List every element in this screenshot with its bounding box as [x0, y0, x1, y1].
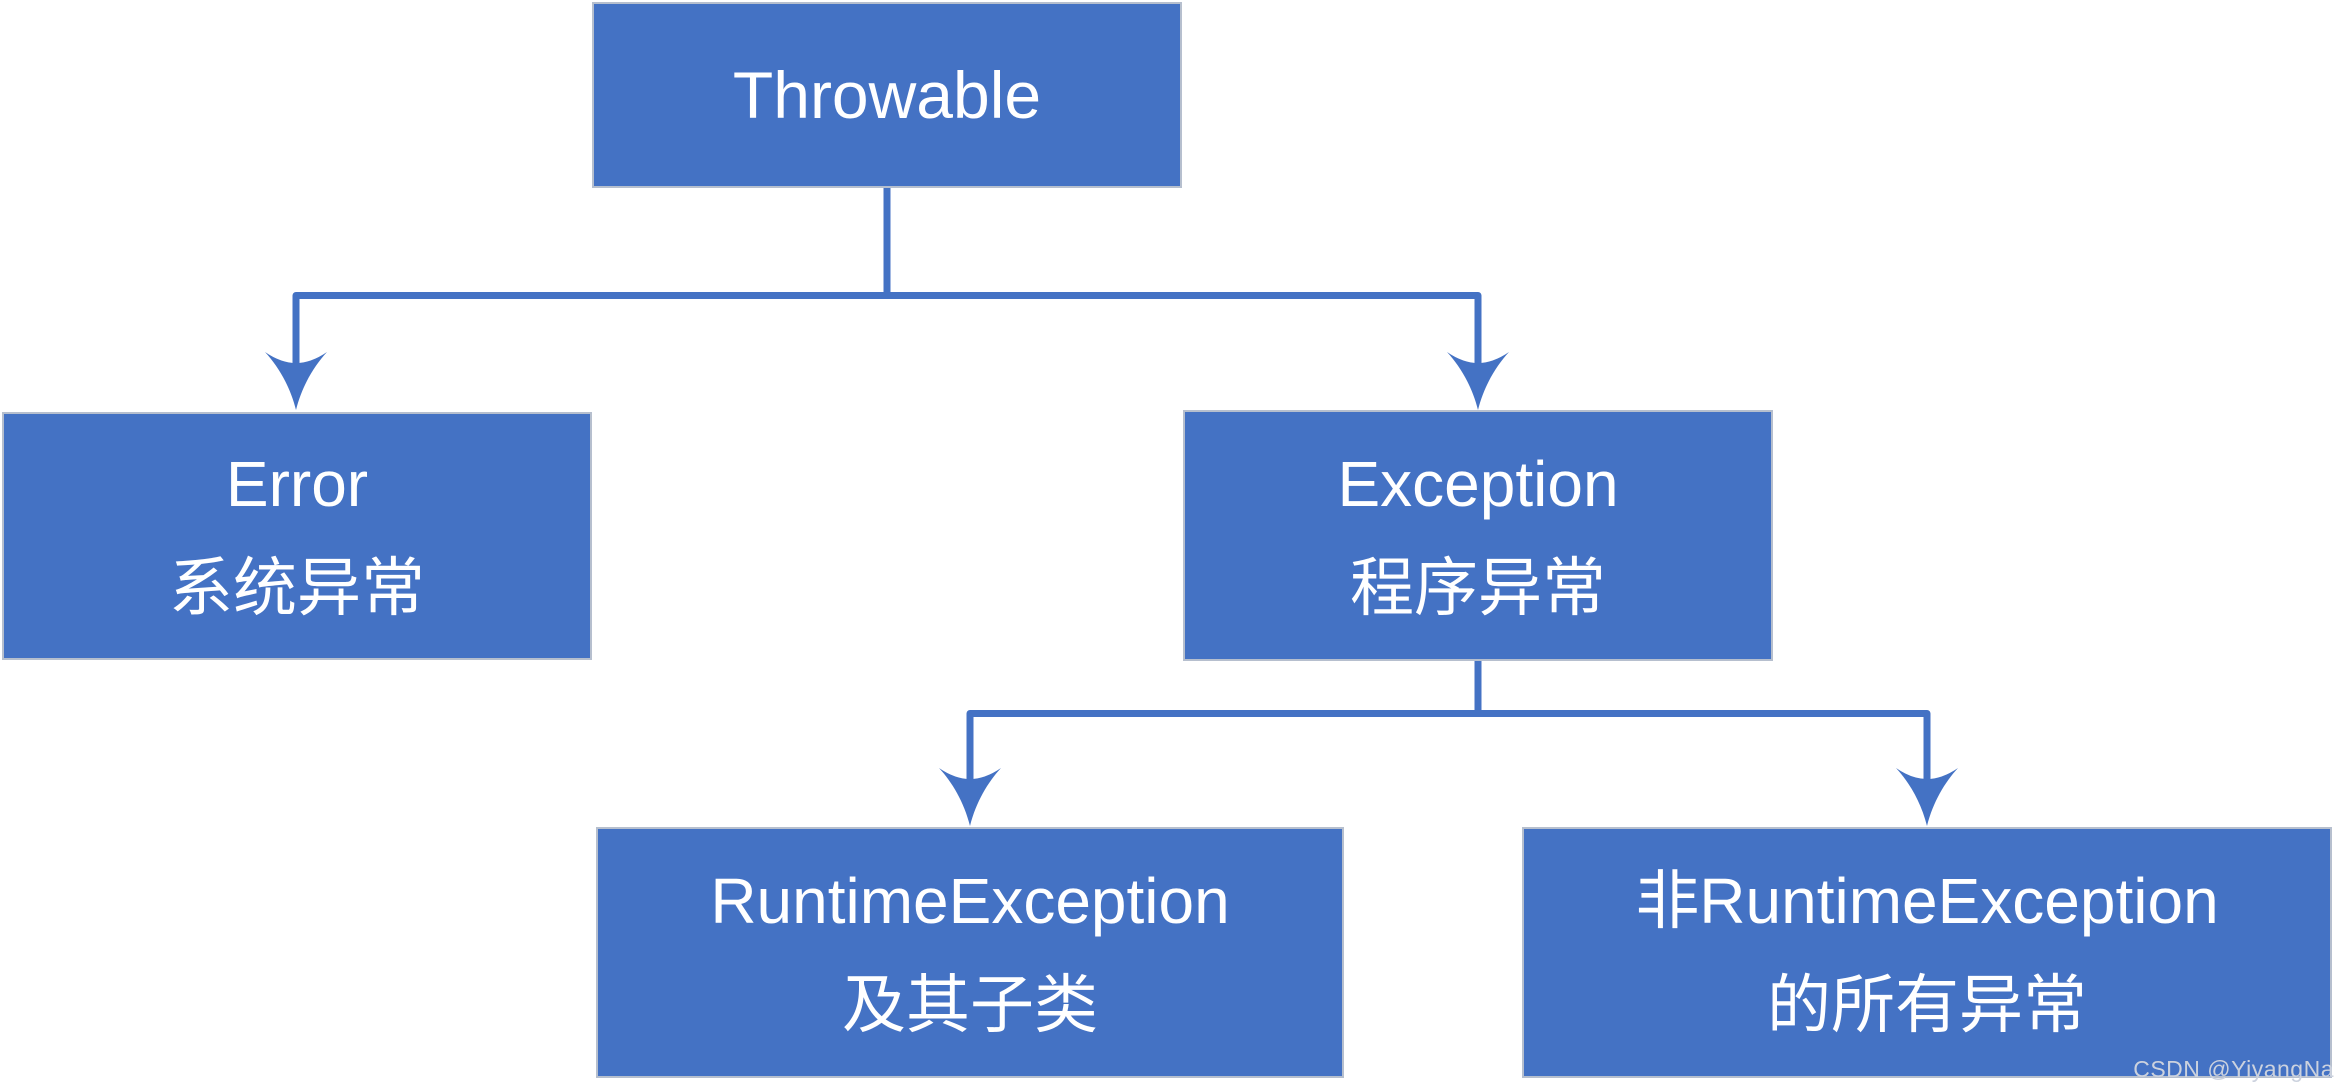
- node-throwable: Throwable: [592, 2, 1182, 188]
- connector-level1-branch: [292, 292, 1482, 364]
- node-label: Exception: [1337, 447, 1619, 520]
- node-exception: Exception 程序异常: [1183, 410, 1773, 661]
- node-error: Error 系统异常: [2, 412, 592, 660]
- node-label: Throwable: [732, 58, 1042, 132]
- node-sublabel: 及其子类: [842, 968, 1098, 1041]
- node-sublabel: 系统异常: [169, 552, 425, 624]
- node-sublabel: 的所有异常: [1767, 968, 2087, 1041]
- node-non-runtime-exception: 非RuntimeException 的所有异常: [1522, 827, 2332, 1078]
- node-label: Error: [225, 448, 369, 520]
- arrow-down-icon: [1447, 352, 1509, 410]
- arrow-down-icon: [939, 768, 1001, 826]
- connector-level2-branch: [966, 710, 1931, 780]
- node-label: RuntimeException: [710, 864, 1230, 937]
- arrow-down-icon: [1896, 768, 1958, 826]
- node-label: 非RuntimeException: [1635, 864, 2219, 937]
- node-runtime-exception: RuntimeException 及其子类: [596, 827, 1344, 1078]
- arrow-down-icon: [265, 352, 327, 410]
- watermark-csdn: CSDN @YiyangNa: [2133, 1056, 2334, 1082]
- node-sublabel: 程序异常: [1350, 551, 1606, 624]
